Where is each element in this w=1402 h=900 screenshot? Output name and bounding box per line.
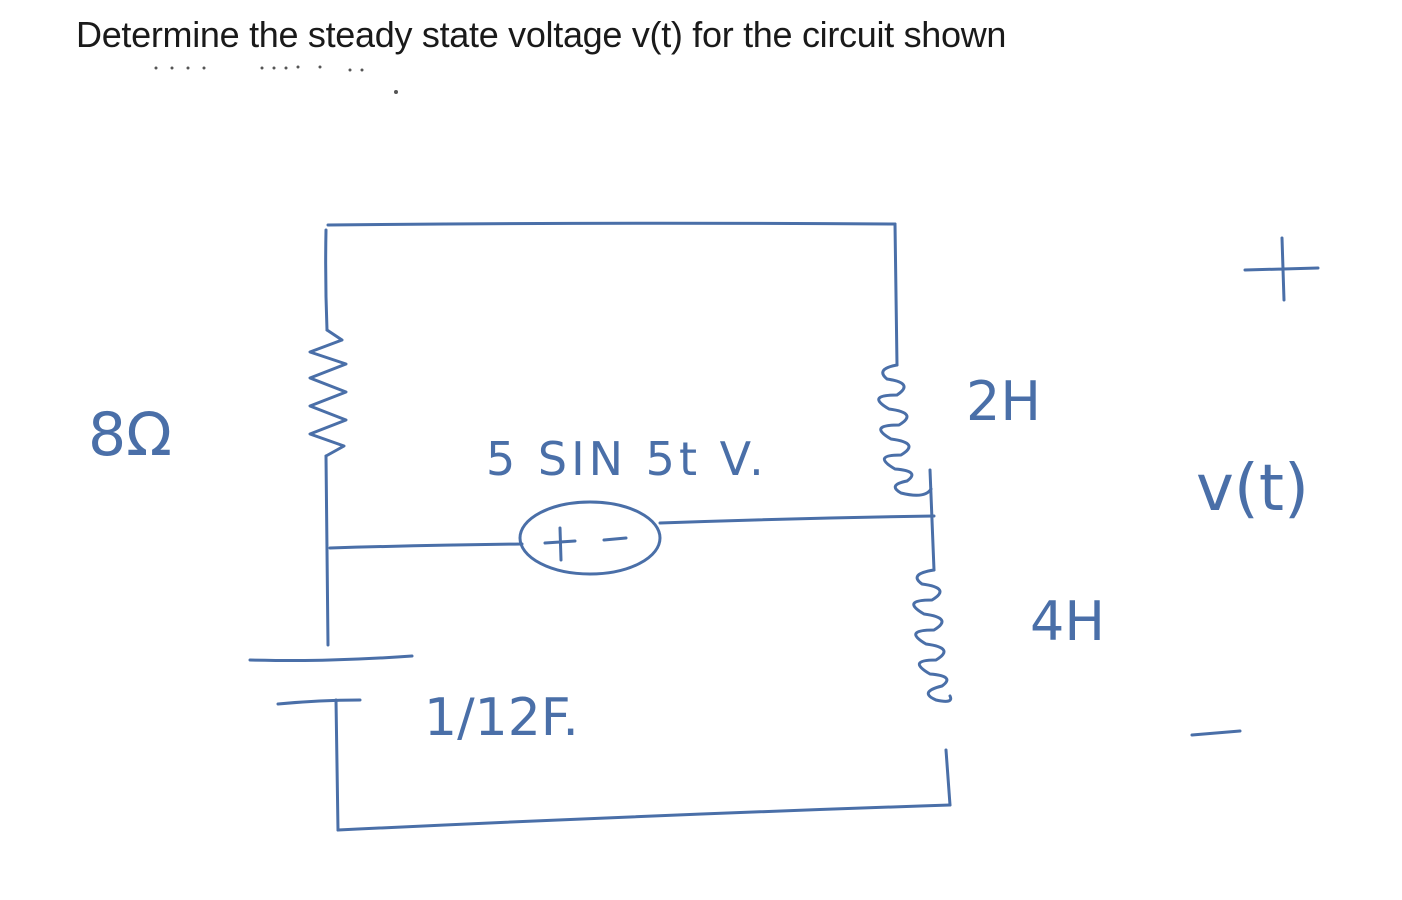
wire-right-top	[893, 222, 899, 367]
inductor-2h	[877, 363, 933, 497]
inductor-top-label: 2H	[966, 370, 1041, 433]
capacitor-label: 1/12F.	[424, 688, 579, 748]
wire-left-middle	[324, 454, 330, 647]
wire-right-middle	[928, 468, 936, 572]
source-minus-sign	[602, 536, 628, 542]
capacitor-plate-bottom	[276, 698, 362, 706]
inductor-4h	[912, 568, 953, 703]
scan-artifact	[154, 65, 398, 94]
wire-middle-left	[328, 542, 524, 550]
wire-bottom	[336, 803, 952, 832]
inductor-bottom-label: 4H	[1030, 590, 1105, 653]
wire-right-bottom	[944, 748, 952, 807]
voltage-source	[518, 500, 662, 576]
wire-left-top	[324, 228, 329, 332]
resistor-label: 8Ω	[88, 400, 172, 470]
wire-middle-right	[658, 514, 936, 525]
output-plus-sign	[1243, 236, 1320, 302]
output-minus-sign	[1190, 729, 1242, 737]
source-label: 5 SIN 5t V.	[486, 432, 768, 486]
wire-left-bottom	[334, 698, 340, 832]
wire-top	[326, 221, 897, 227]
output-voltage-label: v(t)	[1196, 452, 1309, 526]
source-plus-sign	[543, 526, 577, 562]
resistor-8-ohm	[308, 328, 348, 458]
capacitor-plate-top	[248, 654, 414, 662]
question-text: Determine the steady state voltage v(t) …	[76, 14, 1007, 55]
